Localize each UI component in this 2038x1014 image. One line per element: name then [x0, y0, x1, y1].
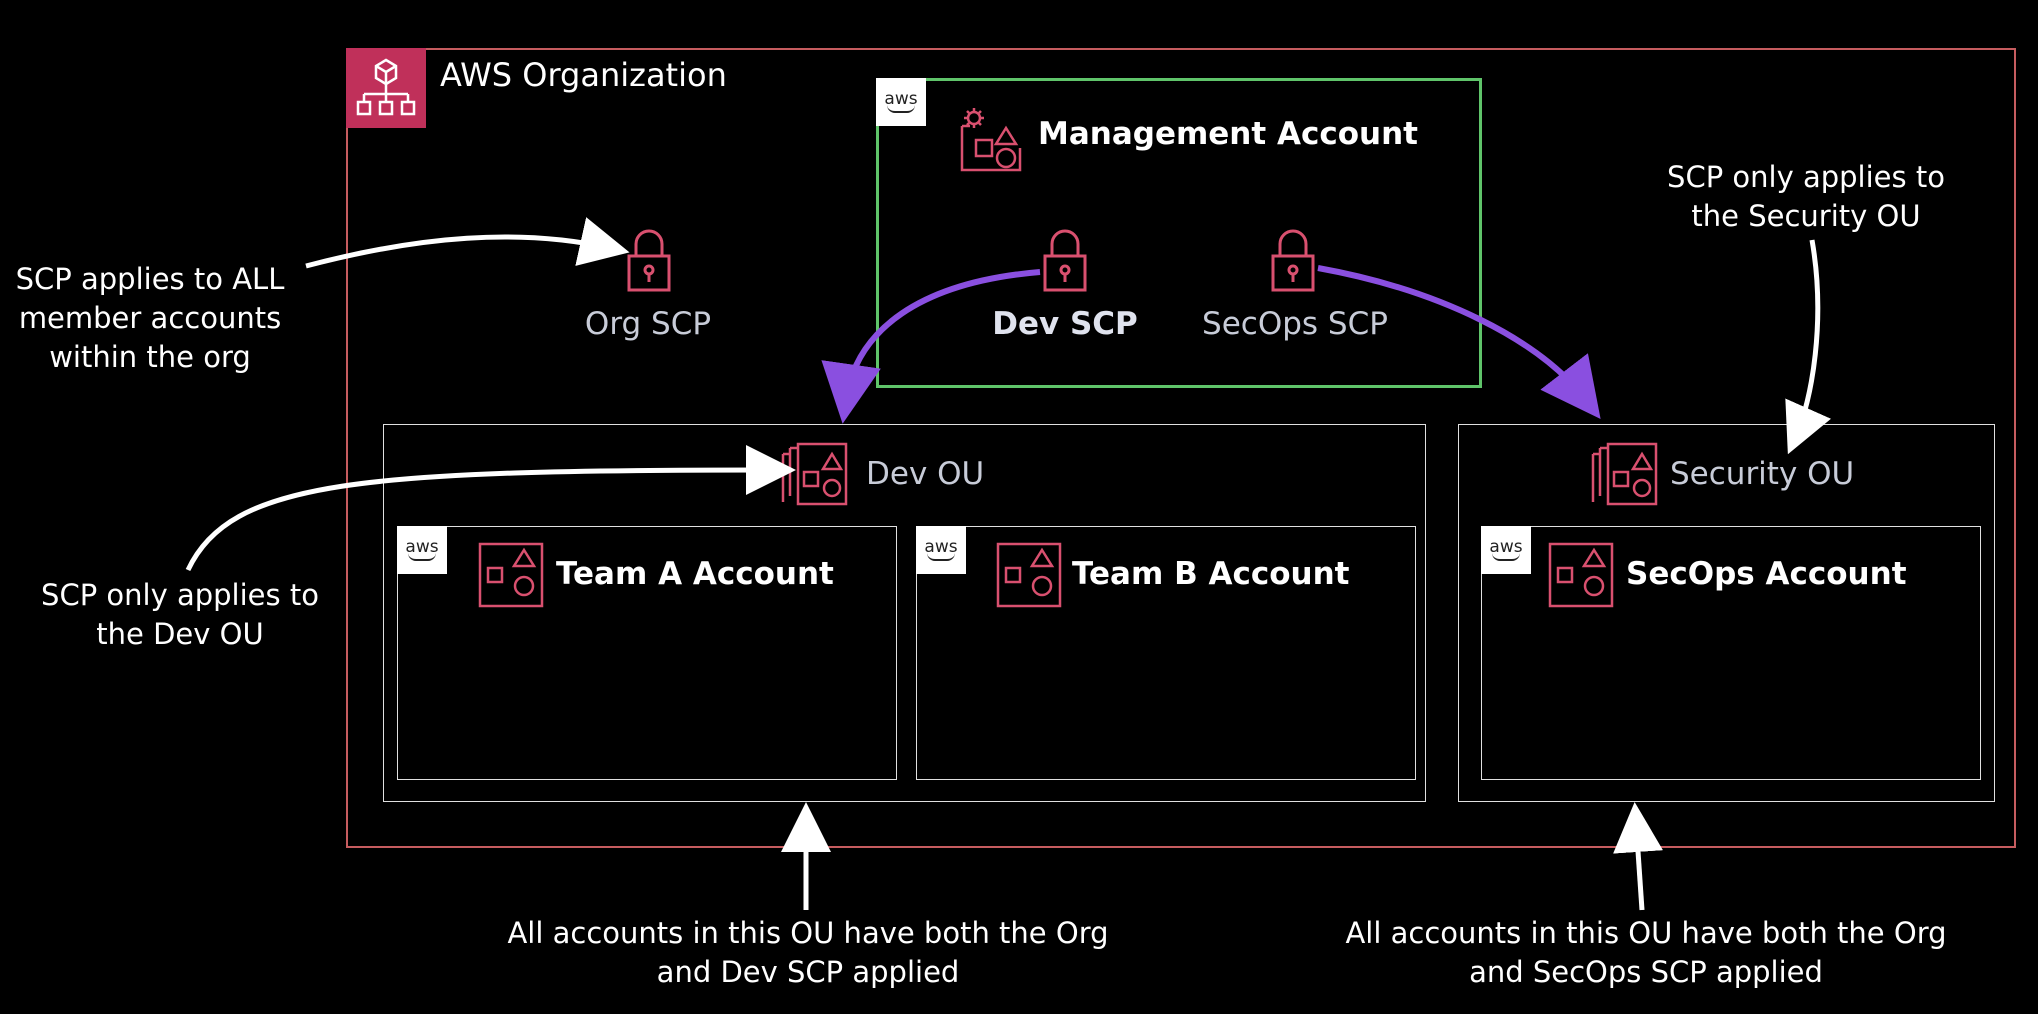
note-line: the Security OU	[1691, 199, 1921, 233]
note-line: the Dev OU	[96, 617, 264, 651]
note-line: All accounts in this OU have both the Or…	[507, 916, 1109, 950]
note-line: SCP only applies to	[41, 578, 319, 612]
dev-scp-label: Dev SCP	[992, 306, 1138, 342]
secops-scp-label: SecOps SCP	[1202, 306, 1388, 342]
aws-logo-icon: aws	[397, 526, 447, 574]
organization-badge	[346, 48, 426, 128]
dev-ou-note-arrow	[185, 445, 796, 572]
note-line: SCP applies to ALL	[15, 262, 285, 296]
secops-accounts-note: All accounts in this OU have both the Or…	[1308, 914, 1984, 992]
security-ou-icon	[1591, 442, 1658, 506]
organization-title: AWS Organization	[440, 56, 727, 94]
team-a-account-icon	[478, 542, 544, 608]
note-line: SCP only applies to	[1667, 160, 1945, 194]
note-line: and SecOps SCP applied	[1469, 955, 1823, 989]
org-scp-lock-icon	[627, 229, 671, 292]
organization-container	[346, 48, 2016, 848]
team-a-account-container	[397, 526, 897, 780]
dev-ou-label: Dev OU	[866, 456, 985, 492]
aws-badge-text: aws	[924, 537, 958, 557]
note-line: within the org	[49, 340, 251, 374]
note-line: member accounts	[18, 301, 282, 335]
secops-scp-lock-icon	[1271, 229, 1315, 292]
dev-scp-lock-icon	[1043, 229, 1087, 292]
security-ou-note-arrow	[1785, 239, 1832, 455]
management-account-icon	[960, 108, 1022, 172]
org-scp-note-arrow	[305, 217, 630, 269]
secops-account-title: SecOps Account	[1626, 556, 1907, 592]
security-ou-label: Security OU	[1670, 456, 1855, 492]
aws-badge-text: aws	[405, 537, 439, 557]
aws-badge-text: aws	[1489, 537, 1523, 557]
team-b-account-icon	[996, 542, 1062, 608]
aws-logo-icon: aws	[916, 526, 966, 574]
management-account-title: Management Account	[1038, 116, 1418, 152]
secops-accounts-note-arrow	[1613, 802, 1663, 911]
org-scp-label: Org SCP	[584, 306, 712, 342]
team-b-account-title: Team B Account	[1072, 556, 1350, 592]
management-account-container	[876, 78, 1482, 388]
dev-accounts-note: All accounts in this OU have both the Or…	[470, 914, 1146, 992]
dev-ou-note: SCP only applies to the Dev OU	[30, 576, 330, 654]
secops-scp-arrow	[1317, 265, 1601, 420]
team-a-account-title: Team A Account	[556, 556, 834, 592]
secops-account-container	[1481, 526, 1981, 780]
note-line: All accounts in this OU have both the Or…	[1345, 916, 1947, 950]
aws-logo-icon: aws	[1481, 526, 1531, 574]
aws-logo-icon: aws	[876, 78, 926, 126]
security-ou-container	[1458, 424, 1995, 802]
dev-scp-arrow	[821, 269, 1041, 424]
aws-badge-text: aws	[884, 89, 918, 109]
security-ou-note: SCP only applies to the Security OU	[1656, 158, 1956, 236]
secops-account-icon	[1548, 542, 1614, 608]
organization-icon	[356, 58, 416, 116]
team-b-account-container	[916, 526, 1416, 780]
note-line: and Dev SCP applied	[656, 955, 960, 989]
dev-ou-container	[383, 424, 1426, 802]
org-scp-note: SCP applies to ALL member accounts withi…	[0, 260, 300, 377]
